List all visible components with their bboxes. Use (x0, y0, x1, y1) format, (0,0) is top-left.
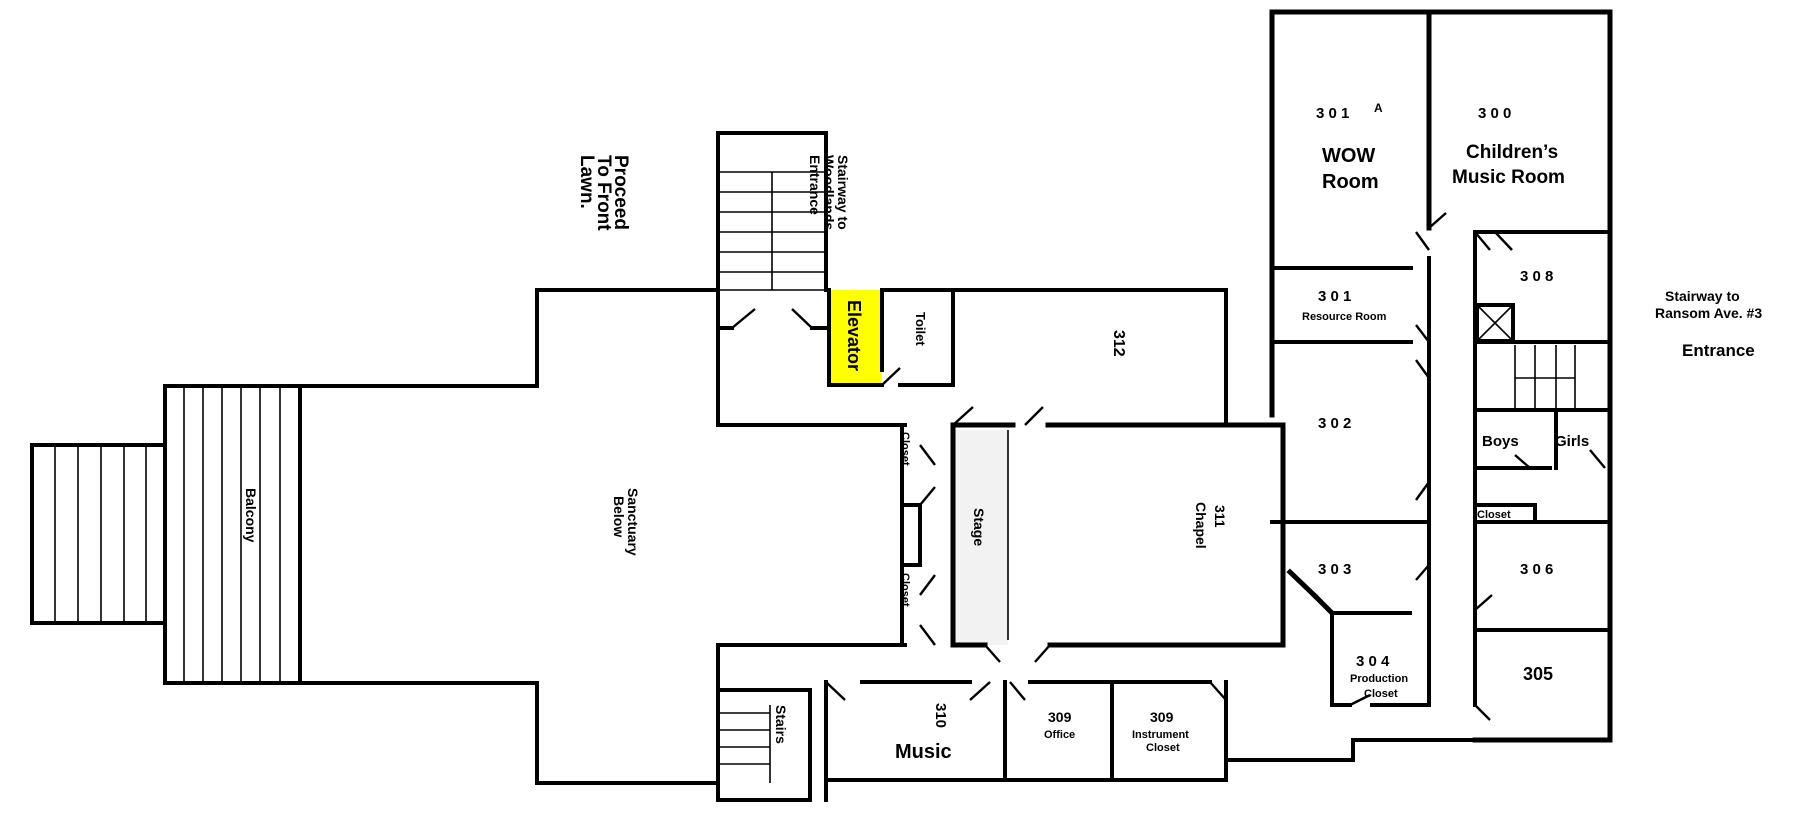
svg-text:To Front: To Front (593, 155, 614, 231)
svg-text:Chapel: Chapel (1193, 502, 1209, 549)
label-boys: Boys (1482, 433, 1519, 450)
label-wow: WOW (1322, 145, 1375, 167)
svg-text:Below: Below (611, 496, 627, 537)
chapel-walls (950, 422, 1286, 663)
svg-text:Lawn.: Lawn. (576, 155, 597, 209)
label-stairway-ransom-2: Ransom Ave. #3 (1655, 305, 1762, 321)
north-rooms-walls (827, 288, 1228, 427)
label-302: 3 0 2 (1318, 415, 1351, 432)
label-310: 310 (932, 703, 949, 728)
label-stairway-ransom-1: Stairway to (1665, 288, 1740, 304)
svg-text:Sanctuary: Sanctuary (625, 488, 641, 556)
balcony (163, 384, 302, 685)
label-toilet: Toilet (913, 312, 928, 346)
label-304: 3 0 4 (1356, 653, 1390, 670)
label-312: 312 (1110, 330, 1127, 357)
label-stairs: Stairs (773, 705, 789, 744)
label-music-room: Music Room (1452, 167, 1565, 188)
label-306: 3 0 6 (1520, 561, 1553, 578)
label-sanctuary: Sanctuary Below (611, 488, 641, 556)
label-301a: 3 0 1 (1316, 105, 1349, 122)
svg-text:311: 311 (1212, 505, 1228, 528)
stage-fill (953, 430, 1008, 645)
balcony-stairs (30, 443, 167, 625)
label-production: Production (1350, 673, 1408, 685)
sanctuary-walls (298, 288, 907, 785)
svg-text:Entrance: Entrance (807, 155, 823, 215)
label-301a-sup: A (1374, 101, 1383, 115)
label-girls: Girls (1555, 433, 1589, 450)
label-balcony: Balcony (243, 488, 259, 543)
label-308: 3 0 8 (1520, 268, 1553, 285)
svg-text:Stairway to: Stairway to (835, 155, 851, 230)
label-closet-east: Closet (1477, 509, 1511, 521)
svg-text:Proceed: Proceed (610, 155, 631, 230)
east-wing-walls (1224, 9, 1613, 782)
label-309-instrument-number: 309 (1150, 709, 1174, 725)
label-stairway-woodlands: Stairway to Woodlands Entrance (807, 155, 851, 230)
svg-text:Woodlands: Woodlands (821, 155, 837, 230)
label-309-office-number: 309 (1048, 709, 1072, 725)
label-300: 3 0 0 (1478, 105, 1511, 122)
label-301: 3 0 1 (1318, 288, 1351, 305)
label-production-closet: Closet (1364, 688, 1398, 700)
label-proceed: Proceed To Front Lawn. (576, 155, 631, 231)
label-childrens: Children’s (1466, 142, 1558, 163)
elevator-fill (829, 290, 882, 385)
label-309-office: Office (1044, 729, 1075, 741)
label-311-chapel: 311 Chapel (1193, 502, 1228, 549)
label-entrance: Entrance (1682, 341, 1755, 360)
south-rooms-walls (716, 643, 1228, 802)
label-305: 305 (1523, 664, 1553, 684)
closets-walls (900, 423, 936, 647)
label-closet-upper: Closet (899, 432, 911, 466)
woodlands-stairway (716, 131, 831, 330)
label-wow-room: Room (1322, 171, 1379, 193)
label-closet-lower: Closet (899, 573, 911, 607)
label-music: Music (895, 741, 952, 763)
label-303: 3 0 3 (1318, 561, 1351, 578)
label-elevator: Elevator (844, 300, 864, 371)
label-stage: Stage (971, 508, 987, 546)
label-309-closet: Closet (1146, 742, 1180, 754)
label-resource-room: Resource Room (1302, 311, 1387, 323)
label-309-instrument: Instrument (1132, 729, 1189, 741)
